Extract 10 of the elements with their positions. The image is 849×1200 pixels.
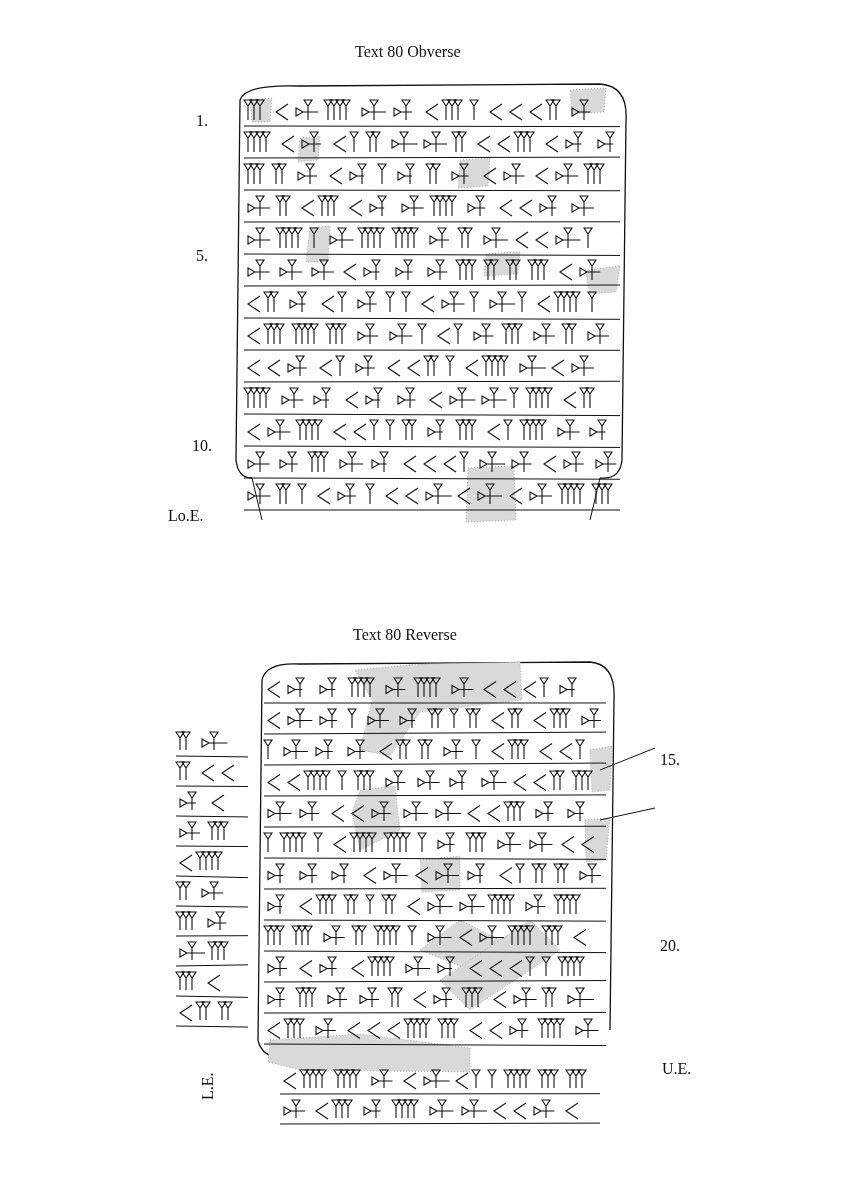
line-number: 15. xyxy=(660,752,680,768)
tablet-heading: Text 80 Reverse xyxy=(353,627,457,643)
tablet-edge-name: Lo.E. xyxy=(168,508,204,524)
tablet-edge-name: U.E. xyxy=(662,1061,692,1077)
tablet-heading: Text 80 Obverse xyxy=(355,44,461,60)
line-number: 1. xyxy=(196,113,208,129)
line-number: 10. xyxy=(192,438,212,454)
tablet-edge-name: L.E. xyxy=(200,1072,216,1100)
line-number: 5. xyxy=(196,248,208,264)
line-number: 20. xyxy=(660,938,680,954)
